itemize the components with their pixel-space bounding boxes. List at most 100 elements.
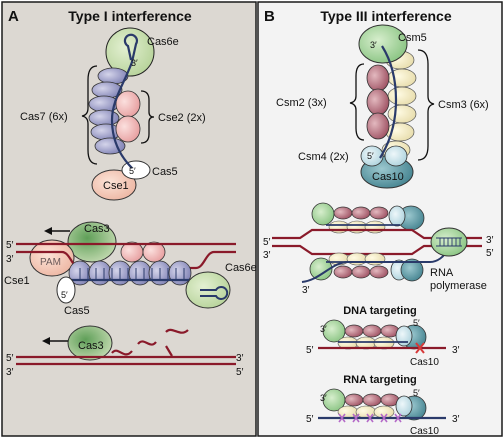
csm2-subunit [366, 88, 390, 116]
crrna-strand [110, 33, 139, 169]
cas10-label: Cas10 [410, 426, 439, 437]
arrow-head [42, 337, 50, 345]
panel-a-title: Type I interference [68, 8, 192, 24]
five-prime-label: 5′ [236, 367, 244, 378]
polymerase-bubble [436, 237, 462, 247]
three-prime-label: 3′ [6, 254, 14, 265]
cas5-label: Cas5 [64, 305, 90, 317]
cse1-label: Cse1 [4, 275, 30, 287]
csm3-label: Csm3 (6x) [438, 99, 489, 111]
csm2-brace [349, 63, 365, 141]
csm2-label: Csm2 (3x) [276, 97, 327, 109]
csm2-subunit [344, 324, 364, 338]
dna-fragment [137, 340, 157, 346]
cse1-protein [29, 239, 75, 277]
cascade-complex: Cas6e 3′ Cas7 (6x) Cse2 (2x) 5′ Cas5 Cse… [20, 27, 206, 201]
five-prime-label: 5′ [6, 353, 14, 364]
csm-complex: Csm5 3′ Csm2 (3x) Csm3 (6x) Csm4 (2x) 5′… [276, 24, 489, 189]
rna-polymerase-label: polymerase [430, 280, 487, 292]
rna-polymerase [430, 227, 468, 257]
cas10-label: Cas10 [372, 171, 404, 183]
panel-a-letter: A [8, 8, 19, 25]
csm3-subunit [346, 252, 368, 266]
five-prime-label: 5′ [61, 290, 68, 300]
dna-fragment [111, 349, 133, 356]
csm2-subunit [366, 112, 390, 140]
cse2-label: Cse2 (2x) [158, 112, 206, 124]
cas3-label: Cas3 [78, 340, 104, 352]
cse2-subunit [142, 241, 166, 263]
cas7-subunit [168, 260, 192, 286]
panel-b: B Type III interference Csm5 3′ Cs [257, 1, 503, 437]
five-prime-label: 5′ [413, 388, 420, 398]
rna-transcript [301, 251, 447, 283]
rna-polymerase-label: RNA [430, 267, 454, 279]
cas7-subunit [128, 260, 152, 286]
cas3-protein [67, 221, 117, 263]
csm4-protein [395, 395, 413, 417]
csm3-subunit [355, 405, 377, 419]
crrna-hairpin [200, 286, 229, 300]
csm5-protein [358, 24, 408, 64]
three-prime-label: 3′ [131, 58, 138, 68]
csm3-subunit [328, 220, 350, 234]
degradation-step: Cas3 5′ 3′ 3′ 5′ [6, 325, 244, 378]
arrow-head [44, 227, 52, 235]
dna-fragment [165, 345, 173, 357]
three-prime-label: 3′ [320, 324, 327, 334]
csm2-subunit [362, 393, 382, 407]
csm2-subunit [366, 64, 390, 92]
cse2-brace [140, 90, 155, 144]
cse2-subunit [115, 90, 141, 118]
cas7-subunit [94, 137, 126, 155]
csm4-protein [395, 325, 413, 347]
five-prime-label: 5′ [413, 318, 420, 328]
three-prime-label: 3′ [263, 250, 271, 261]
csm5-protein [311, 202, 335, 226]
csm2-subunit [351, 265, 371, 279]
dna-fragment [165, 328, 189, 334]
csm3-subunit [387, 86, 417, 106]
three-prime-label: 3′ [302, 285, 310, 296]
csm4-protein [388, 205, 406, 227]
csm3-subunit [364, 252, 386, 266]
five-prime-label: 5′ [367, 151, 374, 161]
panel-a: A Type I interference Cas6e 3′ Cas7 (6x) [1, 1, 257, 437]
csm3-subunit [387, 104, 417, 124]
csm3-subunit [373, 405, 395, 419]
cse1-protein [91, 169, 137, 201]
dna-targeting: DNA targeting 3′ 5′ 5′ 3′ Cas10 [306, 305, 460, 368]
three-prime-label: 3′ [370, 40, 377, 50]
cse2-subunit [115, 115, 141, 143]
csm2-subunit [333, 206, 353, 220]
cleavage-mark [415, 342, 425, 354]
three-prime-label: 3′ [452, 414, 460, 425]
five-prime-label: 5′ [306, 345, 314, 356]
csm4-protein [360, 145, 384, 167]
three-prime-label: 3′ [452, 345, 460, 356]
three-prime-label: 3′ [6, 367, 14, 378]
csm2-subunit [369, 265, 389, 279]
rna-targeting-title: RNA targeting [343, 374, 417, 386]
pam-label: PAM [40, 257, 61, 268]
five-prime-label: 5′ [129, 166, 136, 176]
three-prime-label: 3′ [320, 393, 327, 403]
five-prime-label: 5′ [486, 248, 494, 259]
five-prime-label: 5′ [306, 414, 314, 425]
cas6e-label: Cas6e [147, 36, 179, 48]
csm2-subunit [351, 206, 371, 220]
cas7-brace [81, 65, 98, 165]
csm5-label: Csm5 [398, 32, 427, 44]
r-loop-complex: Cas3 5′ 3′ PAM Cse1 5′ Cas5 Cas6e [4, 221, 257, 317]
cas10-label: Cas10 [410, 357, 439, 368]
panel-b-letter: B [264, 8, 275, 25]
transcription-bubble: 5′ 3′ 3′ 5′ 3′ RNA polymerase [263, 202, 494, 296]
cas5-label: Cas5 [152, 166, 178, 178]
five-prime-label: 5′ [6, 240, 14, 251]
cas3-protein [67, 325, 113, 361]
cas7-subunit [88, 260, 112, 286]
panel-b-title: Type III interference [320, 8, 451, 24]
csm3-brace [417, 49, 435, 161]
